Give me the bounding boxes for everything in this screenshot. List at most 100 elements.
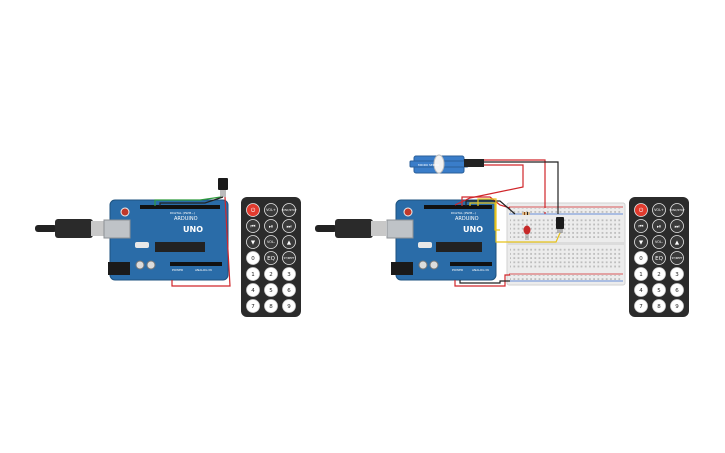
remote-button-label: 4 xyxy=(251,288,255,294)
gnd-wire-bottom[interactable] xyxy=(459,280,510,284)
remote-button-13[interactable]: 2 xyxy=(264,267,278,281)
arduino-uno-right[interactable]: ARDUINO UNO DIGITAL (PWM~) POWER ANALOG … xyxy=(386,199,497,281)
remote-button-10[interactable]: EQ xyxy=(264,251,278,265)
ir-receiver-left[interactable] xyxy=(218,178,228,197)
5v-wire[interactable] xyxy=(454,274,510,287)
remote-button-14[interactable]: 3 xyxy=(670,267,684,281)
micro-servo[interactable]: MICRO SERVO xyxy=(409,154,484,174)
remote-button-15[interactable]: 4 xyxy=(634,283,648,297)
digital-label: DIGITAL (PWM~) xyxy=(451,211,476,215)
atmega-chip xyxy=(155,242,205,252)
ir-receiver-right[interactable] xyxy=(556,217,564,233)
remote-button-15[interactable]: 4 xyxy=(246,283,260,297)
remote-button-5[interactable]: ⏭ xyxy=(282,219,296,233)
remote-button-11[interactable]: ST/REPT xyxy=(282,251,296,265)
remote-button-label: 9 xyxy=(675,304,679,310)
servo-connector xyxy=(464,159,484,167)
breadboard[interactable] xyxy=(506,202,626,286)
arduino-uno-left[interactable]: ARDUINO UNO DIGITAL (PWM~) POWER ANALOG … xyxy=(103,199,229,281)
remote-button-20[interactable]: 9 xyxy=(282,299,296,313)
remote-button-5[interactable]: ⏭ xyxy=(670,219,684,233)
remote-button-6[interactable]: ▼ xyxy=(634,235,648,249)
remote-button-8[interactable]: ▲ xyxy=(282,235,296,249)
remote-button-4[interactable]: ⏯ xyxy=(264,219,278,233)
remote-button-0[interactable]: ⏻ xyxy=(634,203,648,217)
analog-label: ANALOG IN xyxy=(195,268,212,272)
usb-cable-left[interactable] xyxy=(35,219,106,238)
remote-button-label: ST/REPT xyxy=(284,256,295,260)
ir-signal-wire[interactable] xyxy=(477,198,561,243)
circuit-right: ARDUINO UNO DIGITAL (PWM~) POWER ANALOG … xyxy=(315,154,689,317)
servo-horn[interactable] xyxy=(433,154,445,174)
remote-button-7[interactable]: VOL- xyxy=(264,235,278,249)
led[interactable] xyxy=(523,225,531,241)
usb-cable-right[interactable] xyxy=(315,219,386,238)
remote-button-label: 8 xyxy=(269,304,273,310)
remote-button-label: 8 xyxy=(657,304,661,310)
remote-button-17[interactable]: 6 xyxy=(282,283,296,297)
remote-button-1[interactable]: VOL+ xyxy=(264,203,278,217)
remote-button-19[interactable]: 8 xyxy=(652,299,666,313)
reset-button[interactable] xyxy=(403,207,413,217)
remote-button-label: ▲ xyxy=(675,240,680,246)
gnd-wire[interactable] xyxy=(159,196,224,206)
remote-button-0[interactable]: ⏻ xyxy=(246,203,260,217)
remote-button-6[interactable]: ▼ xyxy=(246,235,260,249)
remote-button-17[interactable]: 6 xyxy=(670,283,684,297)
remote-button-label: ⏻ xyxy=(251,207,256,214)
yellow-jumper[interactable] xyxy=(469,202,500,231)
remote-button-4[interactable]: ⏯ xyxy=(652,219,666,233)
remote-button-12[interactable]: 1 xyxy=(634,267,648,281)
resistor[interactable] xyxy=(522,212,530,215)
digital-header xyxy=(140,205,220,209)
remote-button-2[interactable]: FUNC/STOP xyxy=(670,203,685,217)
signal-wire[interactable] xyxy=(154,196,222,206)
remote-button-label: EQ xyxy=(267,256,275,262)
remote-button-9[interactable]: 0 xyxy=(634,251,648,265)
remote-button-20[interactable]: 9 xyxy=(670,299,684,313)
remote-button-2[interactable]: FUNC/STOP xyxy=(282,203,297,217)
remote-button-10[interactable]: EQ xyxy=(652,251,666,265)
board-model: UNO xyxy=(463,225,483,234)
remote-button-3[interactable]: ⏮ xyxy=(246,219,260,233)
remote-button-9[interactable]: 0 xyxy=(246,251,260,265)
remote-button-1[interactable]: VOL+ xyxy=(652,203,666,217)
power-label: POWER xyxy=(452,268,463,272)
remote-button-12[interactable]: 1 xyxy=(246,267,260,281)
remote-button-18[interactable]: 7 xyxy=(246,299,260,313)
reset-button[interactable] xyxy=(120,207,130,217)
remote-button-13[interactable]: 2 xyxy=(652,267,666,281)
remote-button-label: 1 xyxy=(639,272,643,278)
digital-label: DIGITAL (PWM~) xyxy=(170,211,195,215)
remote-button-19[interactable]: 8 xyxy=(264,299,278,313)
remote-button-label: ▲ xyxy=(287,240,292,246)
remote-button-18[interactable]: 7 xyxy=(634,299,648,313)
remote-button-label: ⏮ xyxy=(251,224,256,230)
remote-button-11[interactable]: ST/REPT xyxy=(670,251,684,265)
vcc-wire[interactable] xyxy=(171,196,231,287)
bb-gnd-wire[interactable] xyxy=(465,200,516,215)
remote-button-3[interactable]: ⏮ xyxy=(634,219,648,233)
servo-signal-wire[interactable] xyxy=(454,164,524,206)
crystal xyxy=(135,242,149,248)
power-jack xyxy=(108,262,130,275)
led-wire[interactable] xyxy=(461,196,511,209)
power-jack xyxy=(391,262,413,275)
remote-button-label: ⏯ xyxy=(269,224,273,230)
remote-button-16[interactable]: 5 xyxy=(652,283,666,297)
servo-power-wire[interactable] xyxy=(484,159,546,208)
remote-button-label: ⏯ xyxy=(657,224,661,230)
remote-button-label: VOL- xyxy=(655,240,664,244)
remote-button-16[interactable]: 5 xyxy=(264,283,278,297)
servo-gnd-wire[interactable] xyxy=(484,161,559,214)
usb-port xyxy=(103,219,131,239)
remote-button-8[interactable]: ▲ xyxy=(670,235,684,249)
remote-button-7[interactable]: VOL- xyxy=(652,235,666,249)
remote-button-label: 2 xyxy=(269,272,273,278)
board-model: UNO xyxy=(183,225,203,234)
remote-button-14[interactable]: 3 xyxy=(282,267,296,281)
remote-button-label: VOL+ xyxy=(266,208,276,212)
